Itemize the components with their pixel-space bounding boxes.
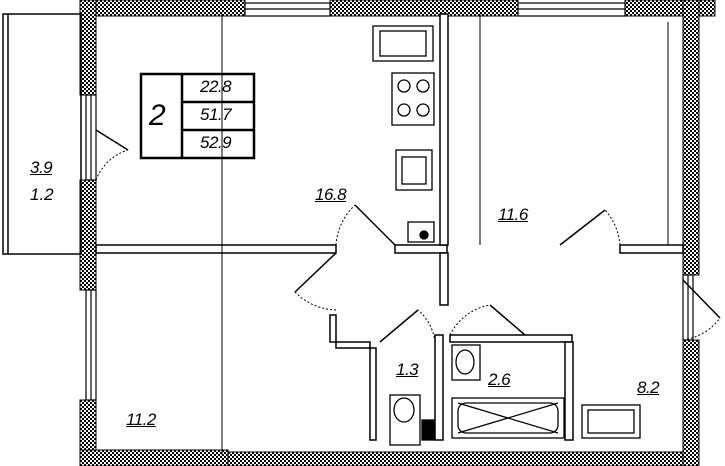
balcony [2,13,82,255]
living-area-value: 22.8 [200,77,232,96]
hall-area-label: 8.2 [637,378,660,397]
stove-icon [391,72,435,126]
door-swings [95,129,721,343]
toilet-area-label: 1.3 [396,360,419,379]
balcony-reduced-area-label: 1.2 [30,185,54,204]
boiler-icon [407,221,435,243]
summary-box [139,72,256,160]
drafting-lines [95,14,669,455]
toilet-icon [389,394,421,446]
cabinet-unit [372,25,434,62]
bathtub-icon [451,397,565,439]
total-area-value: 51.7 [200,105,232,124]
room-count: 2 [149,99,166,132]
bottom-left-room-area-label: 11.2 [126,410,156,429]
sink-icon [395,149,433,191]
bedroom-area-label: 11.6 [498,205,528,224]
cabinet-unit [581,404,641,439]
washbasin-icon [451,344,481,381]
bathroom-area-label: 2.6 [488,370,511,389]
kitchen-living-area-label: 16.8 [315,185,347,204]
total-area-balcony-value: 52.9 [200,133,232,152]
kitchen-fixtures [372,25,435,243]
bathroom-fixtures [389,344,641,446]
balcony-area-label: 3.9 [30,158,53,177]
interior-walls [95,13,684,441]
windows [85,2,694,401]
outer-walls [79,0,716,466]
